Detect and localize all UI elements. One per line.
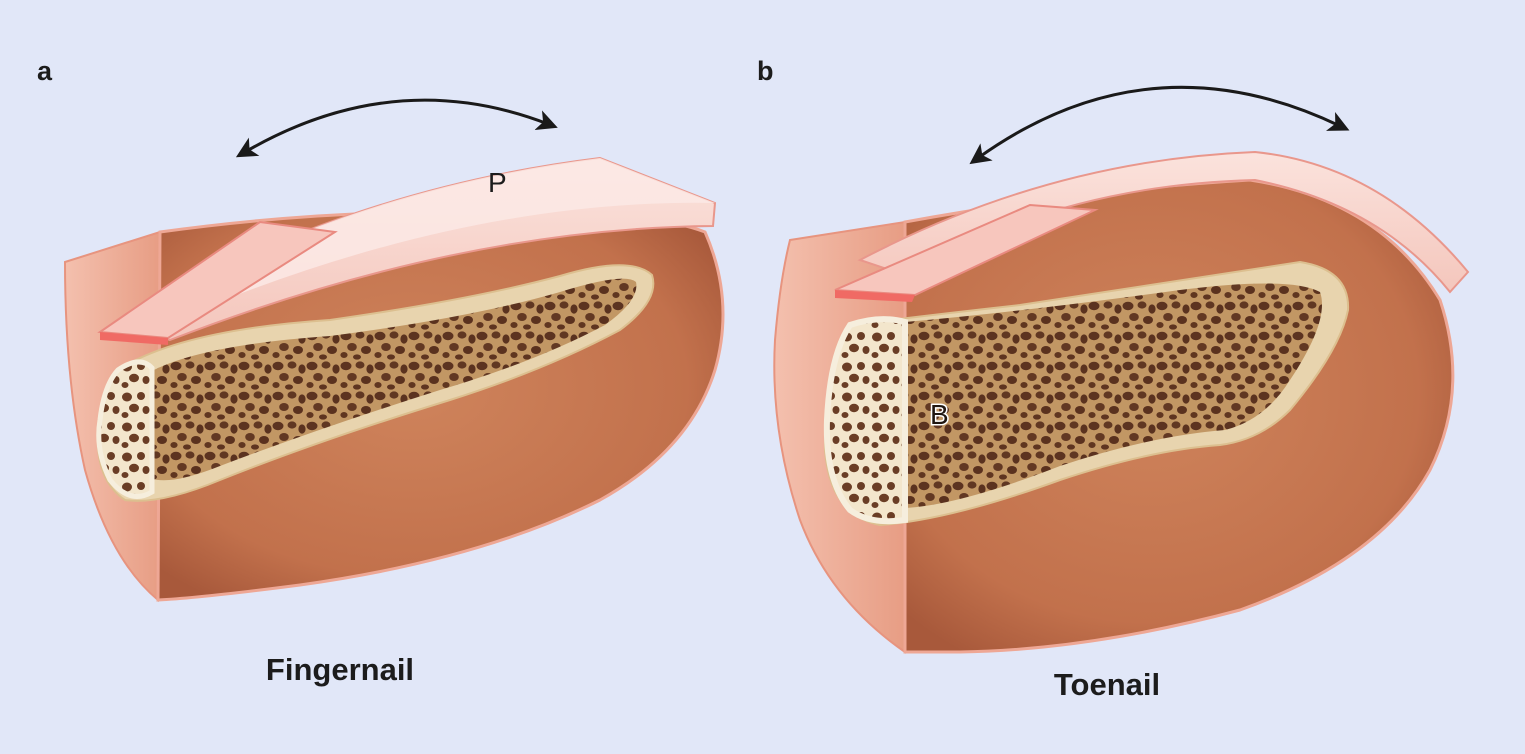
curvature-arrow-a <box>235 98 558 158</box>
cancellous-bone-a <box>150 278 637 481</box>
panel-b: b B Toenail <box>757 56 1470 702</box>
panel-b-caption: Toenail <box>1054 667 1160 702</box>
panel-b-letter: b <box>757 56 774 86</box>
panel-a: a P Fingernail <box>37 56 725 687</box>
nail-plate-b <box>857 150 1470 294</box>
curvature-arrow-b <box>969 85 1350 165</box>
panel-a-caption: Fingernail <box>266 652 414 687</box>
nail-plate-top-a <box>120 158 715 322</box>
nail-plate-label: P <box>488 167 507 198</box>
cuticle-b <box>835 290 915 302</box>
bone-label: B <box>930 399 949 430</box>
panel-a-letter: a <box>37 56 53 86</box>
bone-cut-end-a <box>96 359 155 499</box>
cancellous-bone-b <box>905 283 1322 508</box>
bone-cut-end-b <box>823 316 908 525</box>
cuticle-a <box>100 332 168 345</box>
